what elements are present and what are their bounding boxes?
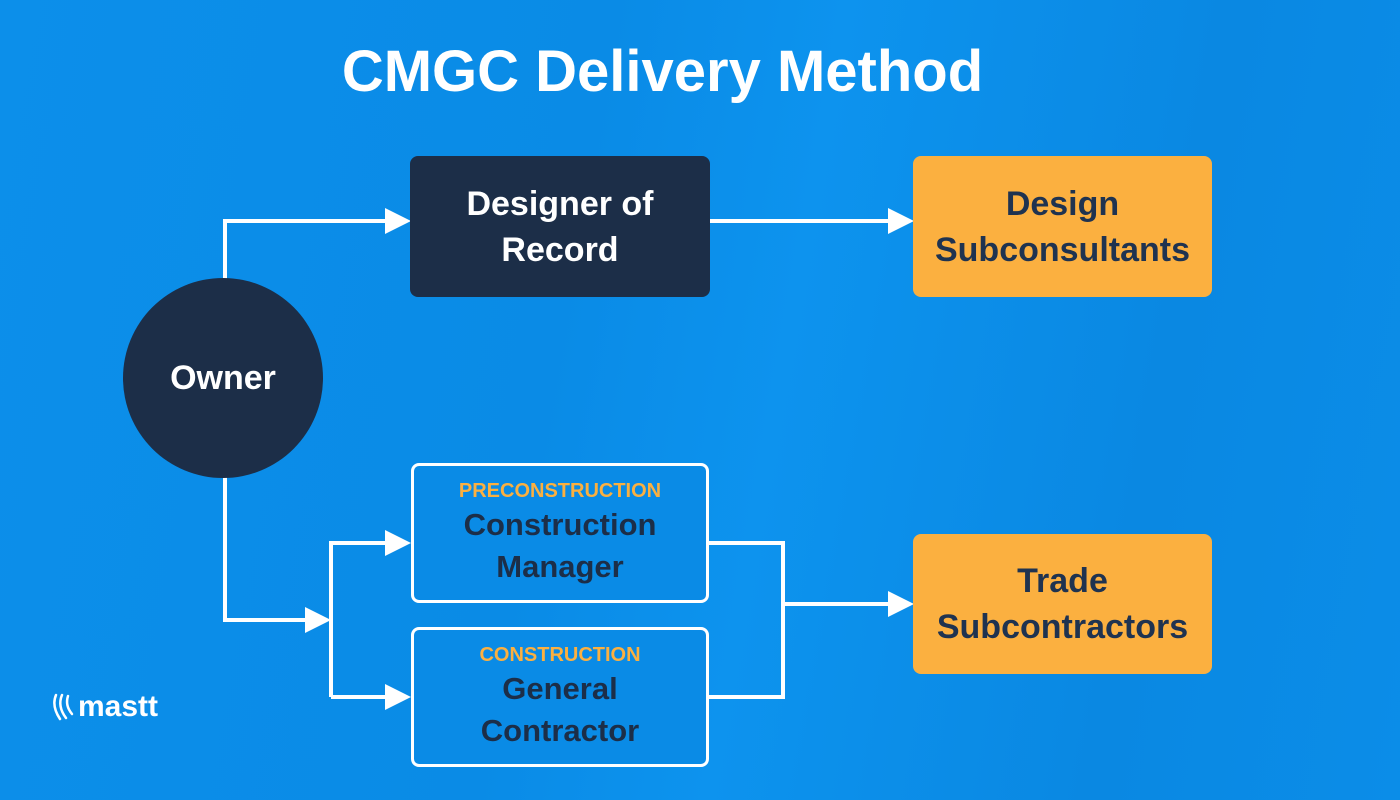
arrow-head	[305, 607, 331, 633]
owner-label: Owner	[170, 358, 276, 397]
mastt-logo: mastt	[52, 690, 158, 724]
arrow-head	[385, 530, 411, 556]
arrow-head	[385, 684, 411, 710]
trade-subcontractors-node: Trade Subcontractors	[913, 534, 1212, 674]
general-contractor-label: General Contractor	[480, 671, 640, 748]
construction-manager-label: Construction Manager	[463, 507, 657, 584]
mastt-logo-icon	[53, 693, 74, 721]
design-subconsultants-label: Design Subconsultants	[934, 184, 1191, 269]
page-title: CMGC Delivery Method	[341, 39, 984, 104]
designer-of-record-node: Designer of Record	[410, 156, 710, 297]
arrow-head	[888, 208, 914, 234]
construction-tag: CONSTRUCTION	[479, 644, 641, 666]
preconstruction-tag: PRECONSTRUCTION	[458, 480, 662, 502]
owner-to-designer-line	[223, 219, 395, 280]
split-line	[329, 541, 395, 699]
merge-line	[708, 541, 898, 699]
owner-node: Owner	[123, 278, 323, 478]
designer-label: Designer of Record	[466, 184, 654, 269]
owner-to-contractors-line	[223, 476, 315, 622]
general-contractor-node: CONSTRUCTION General Contractor	[411, 627, 709, 767]
construction-manager-node: PRECONSTRUCTION Construction Manager	[411, 463, 709, 603]
design-subconsultants-node: Design Subconsultants	[913, 156, 1212, 297]
logo-text: mastt	[78, 690, 159, 723]
arrow-head	[888, 591, 914, 617]
arrow-head	[385, 208, 411, 234]
trade-subcontractors-label: Trade Subcontractors	[936, 562, 1189, 646]
